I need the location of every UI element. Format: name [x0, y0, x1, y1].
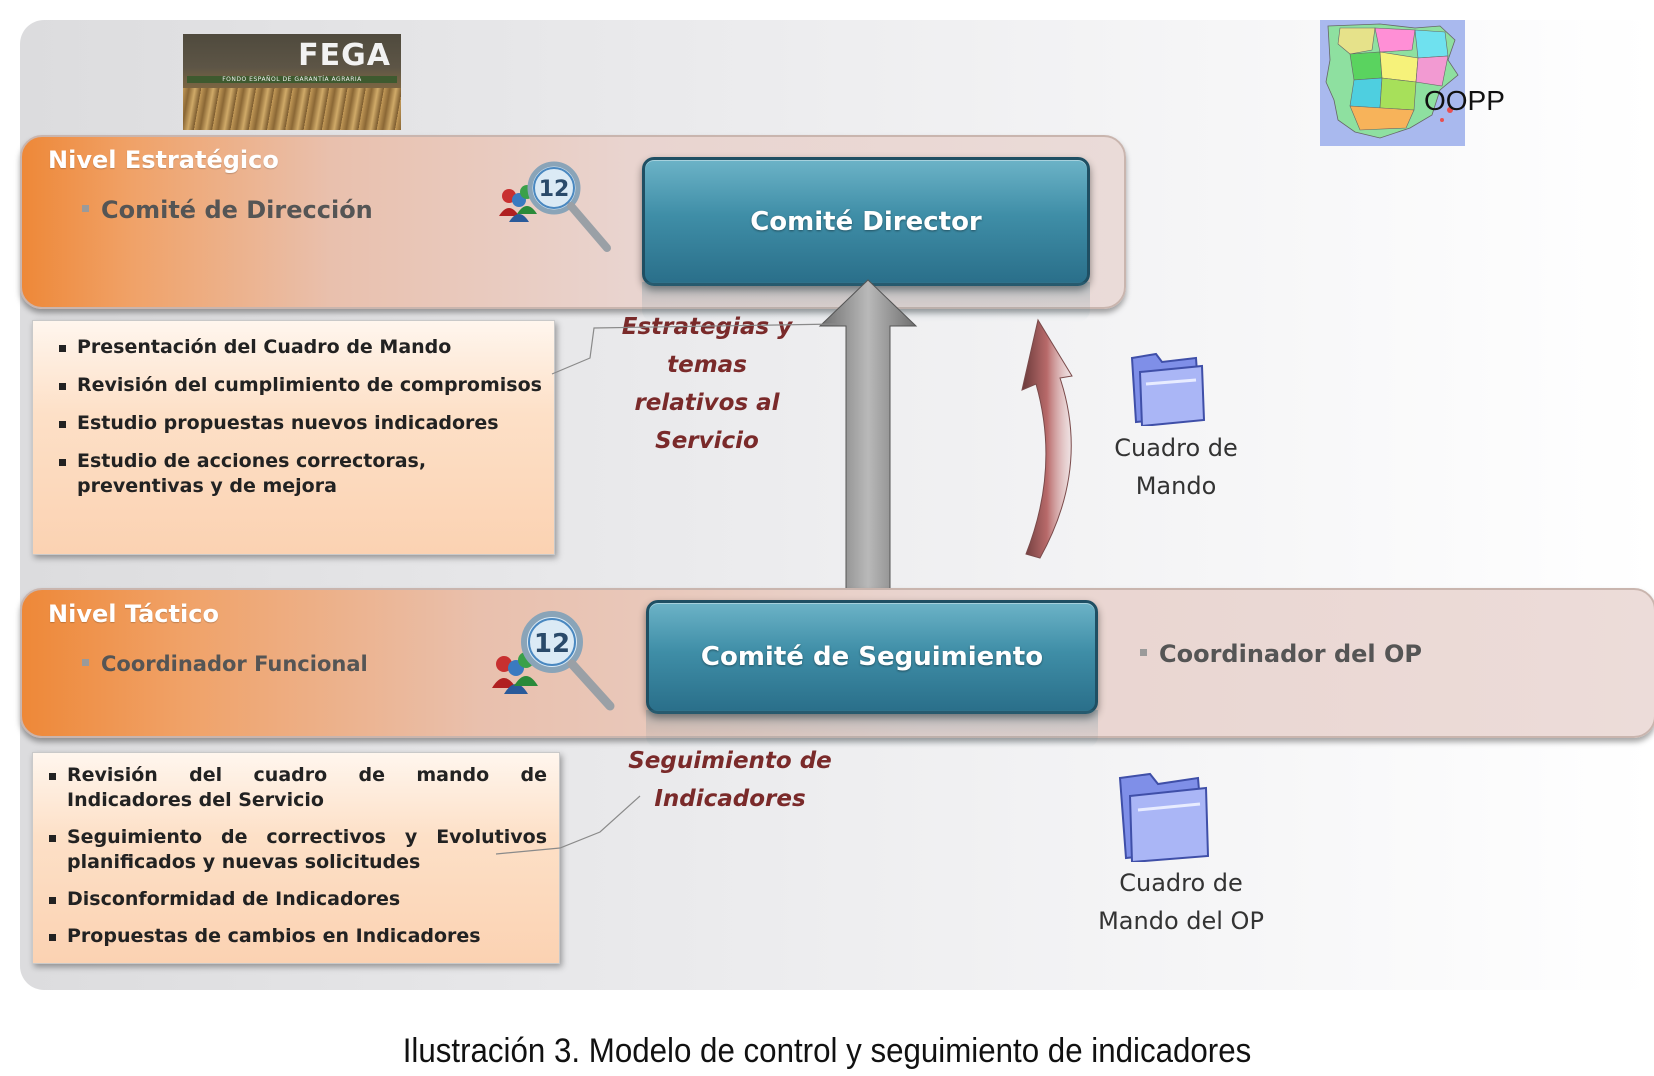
connector-line — [490, 792, 660, 862]
coordinador-op-label: Coordinador del OP — [1159, 640, 1422, 668]
cuadro-mando-label-line2: Mando — [1086, 467, 1266, 505]
strategic-sub-label: Comité de Dirección — [101, 196, 373, 224]
list-item: Presentación del Cuadro de Mando — [55, 335, 542, 360]
strategic-sub-item: Comité de Dirección — [82, 196, 373, 224]
seguimiento-label-line1: Seguimiento de — [610, 742, 850, 780]
fega-logo: FEGA FONDO ESPAÑOL DE GARANTÍA AGRARIA — [183, 34, 401, 130]
fega-logo-subtitle: FONDO ESPAÑOL DE GARANTÍA AGRARIA — [187, 76, 397, 83]
list-item: Estudio propuestas nuevos indicadores — [55, 411, 542, 436]
tactical-level-title: Nivel Táctico — [48, 600, 219, 628]
list-item: Propuestas de cambios en Indicadores — [45, 924, 547, 949]
cuadro-mando-op-label: Cuadro de Mando del OP — [1076, 864, 1286, 940]
strategies-label-line2: relativos al Servicio — [582, 384, 832, 460]
figure-caption: Ilustración 3. Modelo de control y segui… — [66, 1032, 1588, 1071]
tactical-sub-label: Coordinador Funcional — [101, 652, 368, 676]
bullet-icon — [1140, 649, 1147, 656]
comite-seguimiento-box: Comité de Seguimiento — [646, 600, 1098, 714]
bullet-icon — [82, 659, 89, 666]
svg-text:12: 12 — [534, 629, 570, 659]
cuadro-mando-label: Cuadro de Mando — [1086, 429, 1266, 505]
fega-field-image — [183, 88, 401, 130]
fega-logo-title: FEGA — [298, 38, 391, 73]
comite-director-box: Comité Director — [642, 157, 1090, 286]
tactical-tasks-box: Revisión del cuadro de mando de Indicado… — [32, 752, 560, 964]
cuadro-mando-op-label-line1: Cuadro de — [1076, 864, 1286, 902]
bullet-icon — [82, 205, 89, 212]
list-item: Estudio de acciones correctoras, prevent… — [55, 449, 542, 499]
list-item: Seguimiento de correctivos y Evolutivos … — [45, 825, 547, 875]
strategic-tasks-box: Presentación del Cuadro de Mando Revisió… — [32, 320, 555, 555]
list-item: Revisión del cumplimiento de compromisos — [55, 373, 542, 398]
people-magnifier-icon: 12 — [497, 158, 617, 258]
strategic-level-title: Nivel Estratégico — [48, 146, 279, 174]
svg-text:12: 12 — [539, 177, 570, 202]
list-item: Revisión del cuadro de mando de Indicado… — [45, 763, 547, 813]
tactical-sub-item: Coordinador Funcional — [82, 652, 368, 676]
cuadro-mando-op-label-line2: Mando del OP — [1076, 902, 1286, 940]
folder-icon — [1114, 762, 1214, 862]
connector-line — [550, 318, 840, 378]
cuadro-mando-label-line1: Cuadro de — [1086, 429, 1266, 467]
spain-map-icon — [1320, 20, 1465, 146]
people-magnifier-icon: 12 — [490, 602, 620, 714]
oopp-label: OOPP — [1424, 85, 1505, 117]
coordinador-op-item: Coordinador del OP — [1140, 640, 1422, 668]
list-item: Disconformidad de Indicadores — [45, 887, 547, 912]
folder-icon — [1126, 344, 1208, 426]
